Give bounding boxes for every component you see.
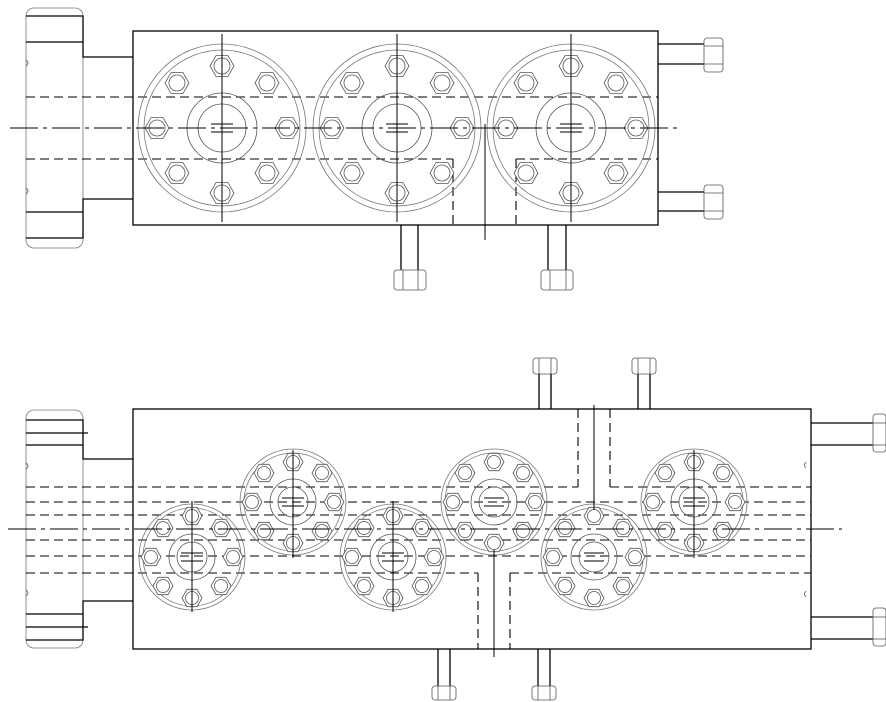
bottom-view-six-flange-block — [8, 357, 886, 701]
bottom-flange-upper-1 — [239, 448, 347, 558]
bottom-flange-lower-3 — [540, 503, 648, 611]
bottom-flange-upper-3 — [640, 448, 748, 558]
bottom-right-stud-upper — [804, 413, 886, 469]
top-bottom-stud-2 — [540, 225, 574, 291]
top-right-stud-upper — [658, 37, 724, 73]
bottom-flange-lower-2 — [339, 501, 447, 612]
top-left-end-plate — [25, 7, 133, 249]
top-bottom-stud-1 — [393, 225, 427, 291]
bottom-right-stud-lower — [804, 590, 886, 647]
bottom-bottom-stud-2 — [531, 649, 557, 701]
bottom-top-stud-1 — [532, 357, 558, 409]
bottom-bottom-stud-1 — [431, 649, 457, 701]
top-view-three-flange-block — [10, 7, 724, 291]
top-right-stud-lower — [658, 184, 724, 220]
bottom-top-stud-2 — [631, 357, 657, 409]
bottom-flange-lower-1 — [138, 501, 246, 612]
